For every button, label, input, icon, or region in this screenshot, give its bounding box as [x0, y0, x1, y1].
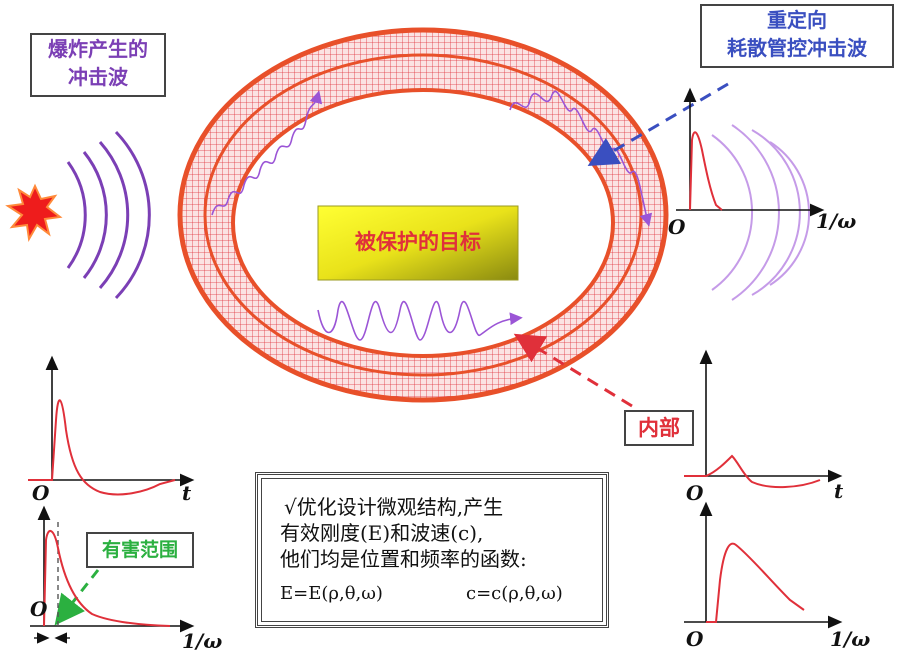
explosion-wave-label: 爆炸产生的 冲击波 [48, 37, 148, 89]
formula-e: E=E(ρ,θ,ω) [280, 583, 383, 604]
plot-left-top: O t [28, 355, 195, 505]
info-box: √优化设计微观结构,产生 有效刚度(E)和波速(c), 他们均是位置和频率的函数… [255, 472, 609, 628]
info-line-2: 有效刚度(E)和波速(c), [280, 521, 484, 545]
outgoing-wave-arcs [711, 124, 810, 301]
plot-left-bottom: O 1/ω [30, 505, 222, 653]
explosion-icon [5, 183, 63, 243]
plot-rm-origin: O [686, 481, 704, 505]
inner-wave [317, 300, 523, 341]
formula-c: c=c(ρ,θ,ω) [466, 583, 563, 604]
plot-lt-xlabel: t [182, 481, 192, 505]
plot-tr-xlabel: 1/ω [816, 209, 856, 233]
explosion-wave-label-box: 爆炸产生的 冲击波 [30, 33, 166, 97]
harmful-range-label-box: 有害范围 [86, 532, 194, 568]
plot-lb-xlabel: 1/ω [182, 629, 222, 653]
target-box [317, 205, 519, 281]
redirect-wave-label: 重定向 耗散管控冲击波 [727, 8, 867, 60]
inner-label: 内部 [638, 416, 680, 440]
plot-lb-origin: O [30, 597, 48, 621]
green-dashed-arrow [54, 569, 100, 626]
redirect-wave-label-box: 重定向 耗散管控冲击波 [700, 4, 894, 68]
info-line-3: 他们均是位置和频率的函数: [280, 547, 527, 571]
plot-rb-origin: O [686, 627, 704, 651]
incoming-wave-arcs [66, 130, 151, 300]
plot-right-middle: O t [684, 349, 844, 505]
harmful-range-label: 有害范围 [101, 539, 178, 561]
blue-dashed-arrow [587, 82, 729, 167]
plot-rb-xlabel: 1/ω [830, 627, 870, 651]
target-label: 被保护的目标 [355, 230, 481, 254]
info-line-1: √优化设计微观结构,产生 [284, 495, 504, 519]
plot-right-bottom: O 1/ω [684, 501, 870, 651]
plot-rm-xlabel: t [834, 479, 844, 503]
inner-label-box: 内部 [624, 410, 694, 446]
ring-wave-left [211, 90, 323, 216]
plot-lt-origin: O [32, 481, 50, 505]
red-dashed-arrow [513, 333, 633, 408]
ring-wave-right [509, 90, 653, 227]
plot-top-right: O 1/ω [668, 87, 856, 239]
plot-tr-origin: O [668, 215, 686, 239]
